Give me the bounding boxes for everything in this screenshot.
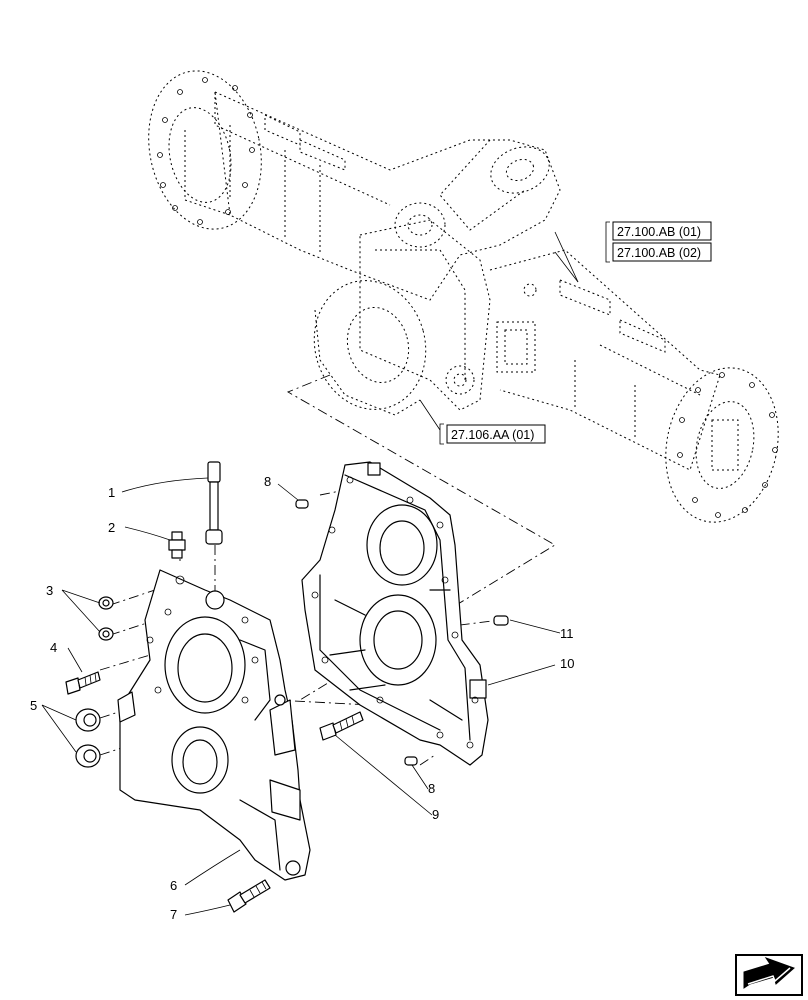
callout-8-bottom: 8 bbox=[428, 781, 435, 796]
reference-box-group-cover[interactable]: 27.106.AA (01) bbox=[439, 423, 546, 445]
callout-labels: 1 2 3 4 5 6 7 8 8 9 10 11 bbox=[30, 474, 574, 922]
screw-7 bbox=[227, 879, 271, 913]
dowel-8a bbox=[295, 499, 309, 509]
dowel-11 bbox=[493, 615, 509, 626]
plug-3a bbox=[98, 596, 114, 610]
leader-lines bbox=[41, 231, 579, 916]
callout-4: 4 bbox=[50, 640, 57, 655]
ref-27-106-aa-01[interactable]: 27.106.AA (01) bbox=[451, 428, 534, 442]
plug-3b bbox=[98, 627, 114, 641]
front-cover-6 bbox=[117, 569, 311, 881]
bolt-9 bbox=[319, 711, 364, 741]
plug-5b bbox=[75, 744, 101, 768]
plug-5a bbox=[75, 708, 101, 732]
cover-plate-10 bbox=[301, 461, 489, 766]
callout-9: 9 bbox=[432, 807, 439, 822]
callout-6: 6 bbox=[170, 878, 177, 893]
callout-7: 7 bbox=[170, 907, 177, 922]
callout-1: 1 bbox=[108, 485, 115, 500]
callout-5: 5 bbox=[30, 698, 37, 713]
breather-2 bbox=[168, 531, 186, 559]
dowel-8b bbox=[404, 756, 418, 766]
callout-8-top: 8 bbox=[264, 474, 271, 489]
axle-housing bbox=[148, 70, 779, 523]
ref-27-100-ab-01[interactable]: 27.100.AB (01) bbox=[617, 225, 701, 239]
arrow-icon[interactable] bbox=[735, 954, 803, 996]
callout-2: 2 bbox=[108, 520, 115, 535]
ref-27-100-ab-02[interactable]: 27.100.AB (02) bbox=[617, 246, 701, 260]
reference-box-group-axle[interactable]: 27.100.AB (01) 27.100.AB (02) bbox=[605, 221, 712, 263]
callout-10: 10 bbox=[560, 656, 574, 671]
callout-3: 3 bbox=[46, 583, 53, 598]
callout-11: 11 bbox=[560, 626, 574, 641]
bolt-4 bbox=[65, 671, 101, 695]
dipstick-1 bbox=[205, 461, 223, 545]
